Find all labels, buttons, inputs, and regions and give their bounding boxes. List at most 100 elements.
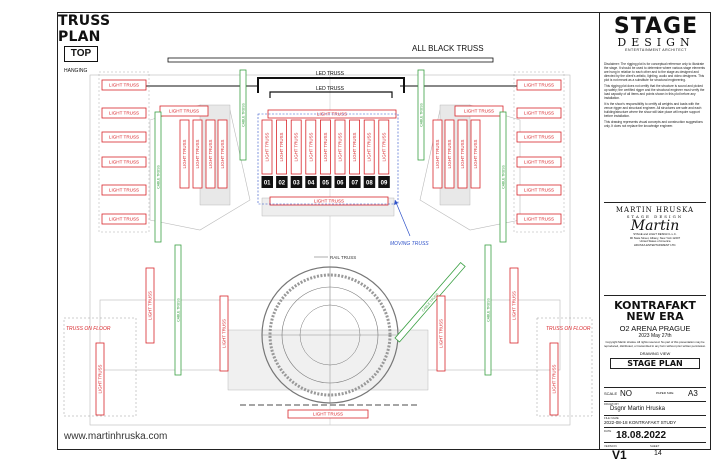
left-light-truss-5-label: LIGHT TRUSS xyxy=(109,188,139,193)
moving-truss-04 xyxy=(305,119,317,175)
left-inner-cable-truss xyxy=(239,69,247,161)
lower-vertical-light-truss-4 xyxy=(509,267,519,344)
led-truss-label-mid: LED TRUSS xyxy=(316,86,345,92)
left-light-truss-4-label: LIGHT TRUSS xyxy=(109,160,139,165)
moving-truss-arrow xyxy=(394,200,398,205)
left-vertical-light-truss-3 xyxy=(205,119,216,189)
disclaimer-p4: This drawing represents visual concepts … xyxy=(604,120,703,128)
right-light-truss-2 xyxy=(516,107,562,119)
right-light-truss-4-label: LIGHT TRUSS xyxy=(524,160,554,165)
moving-truss-05-label: LIGHT TRUSS xyxy=(323,132,328,161)
left-inner-light-truss-label: LIGHT TRUSS xyxy=(169,109,199,114)
moving-truss-09-label: LIGHT TRUSS xyxy=(381,132,386,161)
left-light-truss-4 xyxy=(101,156,147,168)
drawn-label: DRAWN BY xyxy=(604,402,619,406)
drawing-frame xyxy=(57,12,711,450)
hanging-label: HANGING xyxy=(64,68,88,74)
logo-tagline: ENTERTAINMENT ARCHITECT xyxy=(625,48,687,52)
title-block: STAGE DESIGN ENTERTAINMENT ARCHITECT Dis… xyxy=(599,13,711,462)
moving-truss-02-label: LIGHT TRUSS xyxy=(279,132,284,161)
right-truss-zone xyxy=(513,71,565,233)
diagonal-cable-truss xyxy=(394,261,466,343)
title-block-grid: SCALE NO PAPER SIZE A3 DRAWN BY Dsgnr Ma… xyxy=(604,387,706,462)
moving-truss-number-box-07 xyxy=(349,176,361,188)
moving-truss-03-label: LIGHT TRUSS xyxy=(294,132,299,161)
moving-truss-number-box-08 xyxy=(363,176,376,188)
moving-truss-03 xyxy=(290,119,302,175)
moving-truss-number-02: 02 xyxy=(278,181,285,187)
scale-value: NO xyxy=(620,389,632,398)
left-vertical-light-truss-2-label: LIGHT TRUSS xyxy=(195,139,200,168)
moving-truss-number-06: 06 xyxy=(337,181,344,187)
right-vertical-light-truss-4-label: LIGHT TRUSS xyxy=(473,139,478,168)
logo-design: DESIGN xyxy=(617,36,695,49)
right-light-truss-1 xyxy=(516,79,562,91)
bottom-center-light-truss xyxy=(287,409,369,419)
stage-design-logo: STAGE DESIGN ENTERTAINMENT ARCHITECT xyxy=(606,16,706,53)
left-light-truss-2-label: LIGHT TRUSS xyxy=(109,111,139,116)
moving-truss-number-03: 03 xyxy=(293,181,300,187)
moving-truss-number-05: 05 xyxy=(322,181,329,187)
moving-truss-05 xyxy=(319,119,331,175)
right-light-truss-5 xyxy=(516,184,562,196)
left-vertical-light-truss-4-label: LIGHT TRUSS xyxy=(220,139,225,168)
moving-truss-number-01: 01 xyxy=(264,181,271,187)
moving-truss-01 xyxy=(261,119,273,175)
lower-vertical-light-truss-3 xyxy=(436,295,446,372)
all-black-truss xyxy=(167,57,494,63)
left-cable-truss xyxy=(154,111,162,243)
designer-address-2: 90 State Street, Albany, New York 12207 xyxy=(629,235,681,240)
moving-truss-07-label: LIGHT TRUSS xyxy=(352,132,357,161)
left-light-truss-3-label: LIGHT TRUSS xyxy=(109,135,139,140)
event-date: 2023 May 27th xyxy=(638,333,672,339)
moving-truss-06 xyxy=(334,119,346,175)
moving-truss-number-08: 08 xyxy=(366,181,373,187)
all-black-truss-label: ALL BLACK TRUSS xyxy=(412,44,484,53)
right-lower-cable-truss-label: CABLE TRUSS xyxy=(487,298,491,322)
right-light-truss-1-label: LIGHT TRUSS xyxy=(524,83,554,88)
file-value: 2022-08-18 KONTRAFAKT STUDY xyxy=(604,420,677,425)
moving-truss-09 xyxy=(378,119,390,175)
paper-value: A3 xyxy=(688,389,698,398)
right-vertical-light-truss-3-label: LIGHT TRUSS xyxy=(460,139,465,168)
right-vertical-light-truss-1-label: LIGHT TRUSS xyxy=(435,139,440,168)
file-label: FILE NAME xyxy=(604,416,619,420)
version-sheet-row: VERSION V1 SHEET 14 xyxy=(604,442,706,462)
date-value: 18.08.2022 xyxy=(616,430,667,441)
moving-truss-04-label: LIGHT TRUSS xyxy=(308,132,313,161)
moving-truss-label: MOVING TRUSS xyxy=(390,241,429,247)
left-floor-zone xyxy=(63,317,137,417)
left-lower-cable-truss-label: CABLE TRUSS xyxy=(177,298,181,322)
moving-truss-leader xyxy=(394,199,411,237)
left-floor-light-truss-label: LIGHT TRUSS xyxy=(98,364,103,393)
moving-truss-number-box-02 xyxy=(276,176,288,188)
moving-truss-number-04: 04 xyxy=(308,181,315,187)
right-light-truss-4 xyxy=(516,156,562,168)
disclaimer-text: Disclaimer: The rigging plot is for conc… xyxy=(604,62,706,130)
lower-vertical-light-truss-1-label: LIGHT TRUSS xyxy=(148,291,153,320)
drawing-view-label: DRAWING VIEW xyxy=(639,351,671,357)
scale-paper-row: SCALE NO PAPER SIZE A3 xyxy=(604,387,706,401)
version-value: V1 xyxy=(612,448,627,462)
date-row: DATE 18.08.2022 xyxy=(604,427,706,442)
moving-truss-08-label: LIGHT TRUSS xyxy=(367,132,372,161)
file-row: FILE NAME 2022-08-18 KONTRAFAKT STUDY xyxy=(604,415,706,427)
left-vertical-light-truss-4 xyxy=(217,119,228,189)
left-vertical-light-truss-1-label: LIGHT TRUSS xyxy=(182,139,187,168)
left-lower-cable-truss xyxy=(174,244,182,376)
left-floor-label: TRUSS ON FLOOR xyxy=(66,326,111,332)
website-url[interactable]: www.martinhruska.com xyxy=(64,431,168,442)
designer-address-1: STAGE and LIGHT DESIGN L.L.C. xyxy=(633,232,677,236)
designer-name: MARTIN HRUSKA xyxy=(615,206,695,214)
left-light-truss-1 xyxy=(101,79,147,91)
paper-label: PAPER SIZE xyxy=(656,391,674,395)
view-label: TOP xyxy=(64,46,98,62)
right-vertical-light-truss-1 xyxy=(432,119,443,189)
venue: O2 ARENA PRAGUE xyxy=(619,324,691,333)
moving-truss-number-09: 09 xyxy=(381,181,388,187)
rail-truss-label: RAIL TRUSS xyxy=(330,255,356,260)
project-block: KONTRAFAKT NEW ERA O2 ARENA PRAGUE 2023 … xyxy=(604,295,706,370)
moving-truss-06-label: LIGHT TRUSS xyxy=(338,132,343,161)
